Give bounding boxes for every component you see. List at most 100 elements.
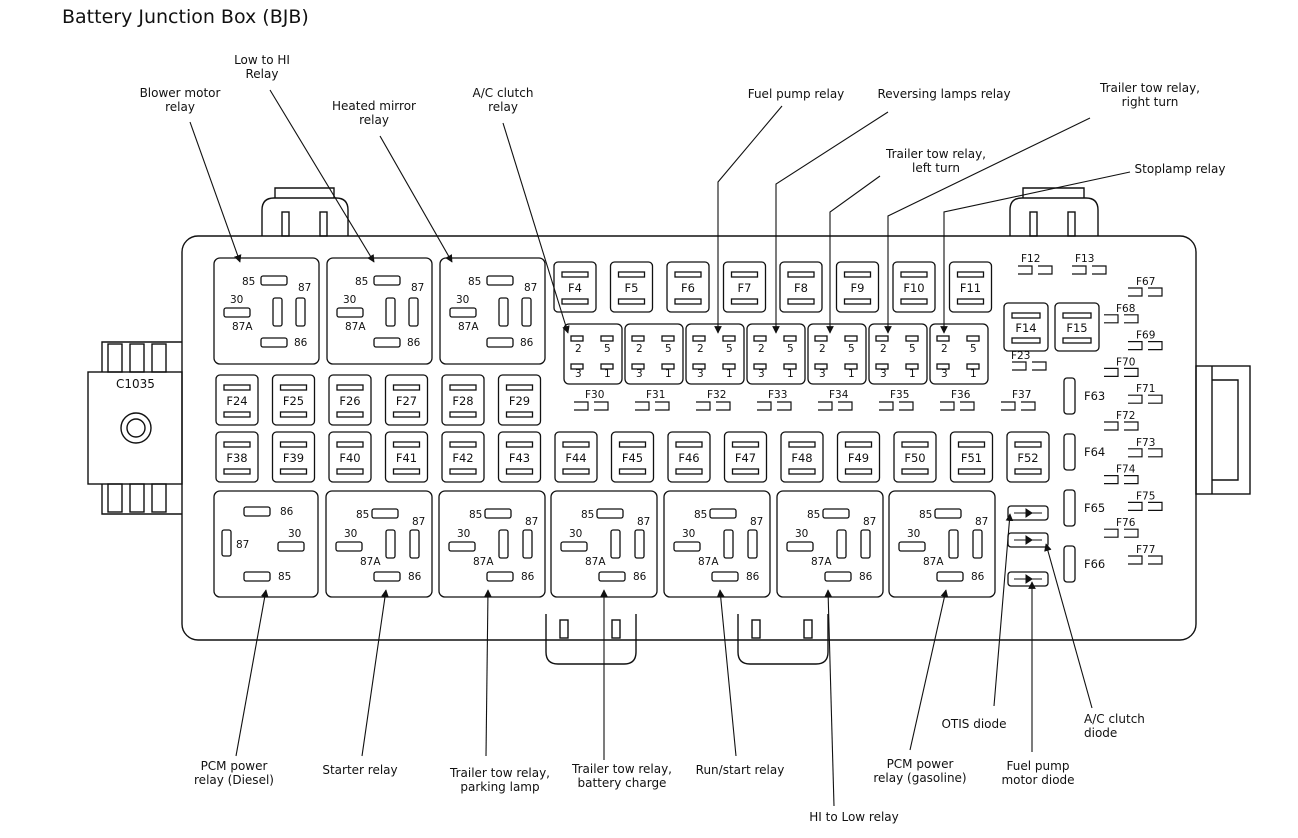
vertical-fuse: F66: [1063, 545, 1105, 583]
mini-fuse: F32: [696, 389, 731, 411]
fuse: F26: [328, 374, 372, 426]
pin-30: 30: [907, 528, 920, 540]
callout-text: right turn: [1122, 95, 1179, 109]
fuse: F49: [836, 431, 881, 483]
fuse-label: F8: [794, 281, 808, 295]
mini-fuse: F23: [1011, 350, 1047, 371]
callout-otis-diode: OTIS diode: [941, 513, 1014, 731]
pin-1: 1: [665, 368, 672, 380]
pin-30: 30: [457, 528, 470, 540]
fuse: F7: [722, 261, 767, 313]
callout-text: diode: [1084, 726, 1117, 740]
pin-2: 2: [880, 343, 887, 355]
fuse: F46: [667, 431, 711, 483]
fuse-label: F69: [1136, 330, 1155, 342]
fuse: F52: [1006, 431, 1050, 483]
fuse: F25: [271, 374, 316, 426]
fuse-label: F51: [961, 451, 982, 465]
pin-87: 87: [975, 516, 988, 528]
pin-5: 5: [970, 343, 977, 355]
fuse-label: F35: [890, 389, 909, 401]
callout-run-start-relay: Run/start relay: [696, 589, 784, 777]
pin-85: 85: [469, 509, 482, 521]
fuse: F27: [384, 374, 429, 426]
fuse-label: F29: [509, 394, 530, 408]
pin-3: 3: [758, 368, 765, 380]
fuse-label: F66: [1084, 557, 1105, 571]
pin-30: 30: [795, 528, 808, 540]
pin-87a: 87A: [585, 556, 606, 568]
pin-86: 86: [407, 337, 421, 349]
fuse-label: F31: [646, 389, 665, 401]
fuse: F51: [949, 431, 994, 483]
mini-fuse: F34: [818, 389, 853, 411]
fuse: F29: [497, 374, 542, 426]
pin-87: 87: [411, 282, 424, 294]
mini-fuse: F30: [574, 389, 609, 411]
mini-fuse: F13: [1072, 253, 1107, 275]
pin-87a: 87A: [923, 556, 944, 568]
pin-87a: 87A: [345, 321, 366, 333]
fuse-label: F43: [509, 451, 530, 465]
mini-fuse: F77: [1128, 544, 1163, 565]
fuse-label: F28: [452, 394, 473, 408]
fuse-label: F71: [1136, 383, 1155, 395]
fuse-label: F70: [1116, 356, 1135, 368]
callout-text: Trailer tow relay,: [449, 766, 550, 780]
pin-87a: 87A: [360, 556, 381, 568]
pin-87: 87: [525, 516, 538, 528]
fuse: F40: [328, 431, 372, 483]
pin-1: 1: [970, 368, 977, 380]
fuse-label: F13: [1075, 253, 1094, 265]
fuse-label: F49: [848, 451, 869, 465]
callout-text: Relay: [246, 67, 279, 81]
fuse-label: F39: [283, 451, 304, 465]
diode: [1007, 505, 1049, 521]
pin-85: 85: [278, 571, 291, 583]
callout-trailer-tow-right: Trailer tow relay,right turn: [884, 81, 1200, 334]
callout-text: Starter relay: [322, 763, 397, 777]
pin-5: 5: [848, 343, 855, 355]
fuse: F6: [666, 261, 710, 313]
fuse-label: F6: [681, 281, 695, 295]
pin-86: 86: [294, 337, 308, 349]
callout-text: relay: [165, 100, 195, 114]
fuse-label: F47: [735, 451, 756, 465]
mini-fuse: F31: [635, 389, 670, 411]
fuse-label: F77: [1136, 544, 1155, 556]
callout-text: Heated mirror: [332, 99, 416, 113]
pin-86: 86: [280, 506, 294, 518]
fuse-label: F41: [396, 451, 417, 465]
callout-text: Reversing lamps relay: [877, 87, 1010, 101]
callout-text: relay: [488, 100, 518, 114]
pin-87a: 87A: [473, 556, 494, 568]
pin-87a: 87A: [698, 556, 719, 568]
callout-text: PCM power: [201, 759, 268, 773]
fuse-label: F50: [904, 451, 925, 465]
mini-fuse: F75: [1128, 490, 1163, 511]
pin-86: 86: [521, 571, 535, 583]
fuse-label: F40: [339, 451, 360, 465]
pin-3: 3: [636, 368, 643, 380]
pin-2: 2: [941, 343, 948, 355]
pin-2: 2: [819, 343, 826, 355]
fuse-label: F67: [1136, 276, 1155, 288]
vertical-fuse: F65: [1063, 489, 1105, 527]
fuse-label: F11: [960, 281, 981, 295]
connector-label: C1035: [116, 377, 155, 391]
